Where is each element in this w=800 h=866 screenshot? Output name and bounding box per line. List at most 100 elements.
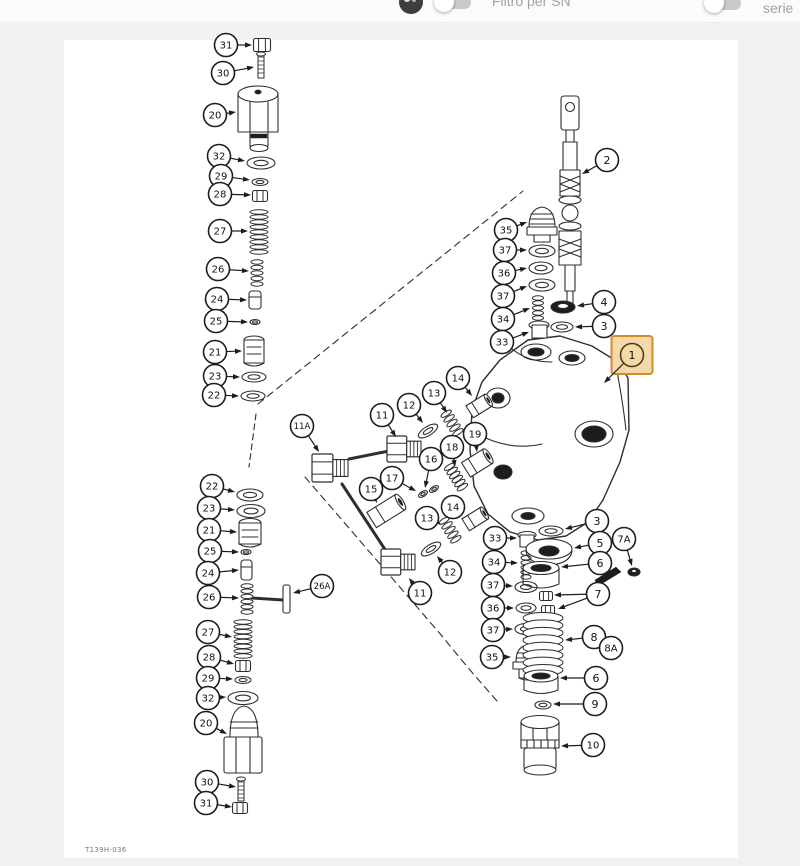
callout-16[interactable]: 16 [418, 446, 444, 489]
svg-text:33: 33 [496, 338, 509, 349]
callout-32[interactable]: 32 [195, 685, 227, 711]
callout-29[interactable]: 29 [195, 665, 234, 691]
callout-26a[interactable]: 26A [293, 573, 335, 599]
svg-text:16: 16 [425, 455, 438, 466]
svg-text:11A: 11A [294, 422, 311, 432]
callout-20[interactable]: 20 [193, 710, 228, 736]
callout-11[interactable]: 11 [369, 402, 397, 438]
callout-7a[interactable]: 7A [611, 526, 637, 567]
callout-25[interactable]: 25 [197, 538, 240, 564]
svg-text:29: 29 [215, 172, 228, 183]
callout-15[interactable]: 15 [358, 476, 384, 504]
callout-24[interactable]: 24 [195, 560, 240, 586]
callout-22[interactable]: 22 [199, 473, 236, 499]
callout-35[interactable]: 35 [479, 644, 512, 670]
callout-27[interactable]: 27 [207, 218, 249, 244]
svg-text:26A: 26A [314, 582, 331, 592]
filter-sn-toggle[interactable] [431, 0, 483, 22]
callout-13[interactable]: 13 [421, 380, 448, 414]
svg-text:17: 17 [386, 474, 399, 485]
callout-32[interactable]: 32 [206, 143, 246, 169]
callout-30[interactable]: 30 [210, 60, 255, 86]
svg-text:32: 32 [213, 152, 226, 163]
toggle-track [707, 0, 741, 10]
part-fitting-19 [460, 448, 494, 478]
callout-11a[interactable]: 11A [289, 413, 320, 453]
callout-19[interactable]: 19 [462, 421, 488, 453]
svg-text:27: 27 [214, 227, 227, 238]
toggle-knob [434, 0, 454, 12]
callout-13[interactable]: 13 [414, 505, 442, 531]
callout-12[interactable]: 12 [437, 556, 463, 585]
callout-33[interactable]: 33 [489, 329, 530, 355]
svg-text:11: 11 [376, 411, 389, 422]
svg-text:28: 28 [214, 190, 227, 201]
callout-2[interactable]: 2 [582, 147, 620, 175]
callout-9[interactable]: 9 [553, 691, 608, 717]
svg-text:13: 13 [428, 389, 441, 400]
svg-text:1: 1 [629, 349, 636, 362]
callout-18[interactable]: 18 [439, 434, 465, 468]
svg-text:31: 31 [220, 41, 233, 52]
callout-31[interactable]: 31 [193, 790, 233, 816]
svg-text:11: 11 [414, 589, 427, 600]
callout-6[interactable]: 6 [561, 550, 613, 576]
svg-text:6: 6 [597, 557, 604, 570]
callout-31[interactable]: 31 [213, 32, 253, 58]
callout-33[interactable]: 33 [482, 525, 518, 551]
svg-text:34: 34 [488, 558, 501, 569]
callout-3[interactable]: 3 [575, 313, 617, 339]
toggle-track [437, 0, 471, 9]
svg-text:35: 35 [500, 226, 513, 237]
callout-6[interactable]: 6 [560, 665, 609, 691]
svg-text:4: 4 [601, 296, 608, 309]
svg-text:18: 18 [446, 443, 459, 454]
svg-text:37: 37 [487, 581, 500, 592]
svg-text:36: 36 [498, 269, 511, 280]
callout-8a[interactable]: 8A [598, 635, 624, 661]
svg-text:21: 21 [203, 526, 216, 537]
callout-12[interactable]: 12 [396, 392, 424, 424]
callout-26[interactable]: 26 [205, 256, 250, 282]
callout-11[interactable]: 11 [407, 578, 433, 606]
callout-17[interactable]: 17 [379, 465, 417, 492]
svg-text:3: 3 [594, 515, 601, 528]
callout-37[interactable]: 37 [490, 283, 528, 309]
svg-text:22: 22 [206, 482, 219, 493]
callout-10[interactable]: 10 [561, 732, 606, 758]
callout-24[interactable]: 24 [204, 286, 248, 312]
callout-22[interactable]: 22 [201, 382, 240, 408]
svg-text:30: 30 [217, 69, 230, 80]
callout-21[interactable]: 21 [202, 339, 243, 365]
callout-28[interactable]: 28 [207, 181, 252, 207]
toggle-knob [704, 0, 724, 13]
svg-text:9: 9 [592, 698, 599, 711]
part-fitting-14b [461, 506, 490, 532]
svg-text:5: 5 [597, 537, 604, 550]
svg-text:3: 3 [601, 320, 608, 333]
svg-text:36: 36 [487, 604, 500, 615]
part-fitting-15 [366, 493, 407, 529]
svg-text:31: 31 [200, 799, 213, 810]
callout-26[interactable]: 26 [196, 584, 240, 610]
svg-text:8A: 8A [604, 644, 617, 655]
svg-text:30: 30 [201, 778, 214, 789]
serie-toggle[interactable] [701, 0, 753, 22]
callout-14[interactable]: 14 [440, 494, 466, 520]
callout-27[interactable]: 27 [195, 619, 233, 645]
callout-25[interactable]: 25 [203, 308, 249, 334]
callout-4[interactable]: 4 [577, 289, 617, 315]
svg-text:13: 13 [421, 514, 434, 525]
user-avatar-icon[interactable] [399, 0, 423, 14]
filter-sn-label: Filtro per SN [492, 0, 571, 9]
callout-37[interactable]: 37 [492, 237, 528, 263]
callout-1[interactable]: 1 [604, 335, 654, 383]
svg-text:35: 35 [486, 653, 499, 664]
callout-14[interactable]: 14 [445, 365, 473, 397]
svg-text:32: 32 [202, 694, 215, 705]
callout-20[interactable]: 20 [202, 102, 237, 128]
callout-7[interactable]: 7 [554, 581, 611, 610]
callout-29[interactable]: 29 [208, 163, 251, 189]
callout-37[interactable]: 37 [480, 617, 514, 643]
